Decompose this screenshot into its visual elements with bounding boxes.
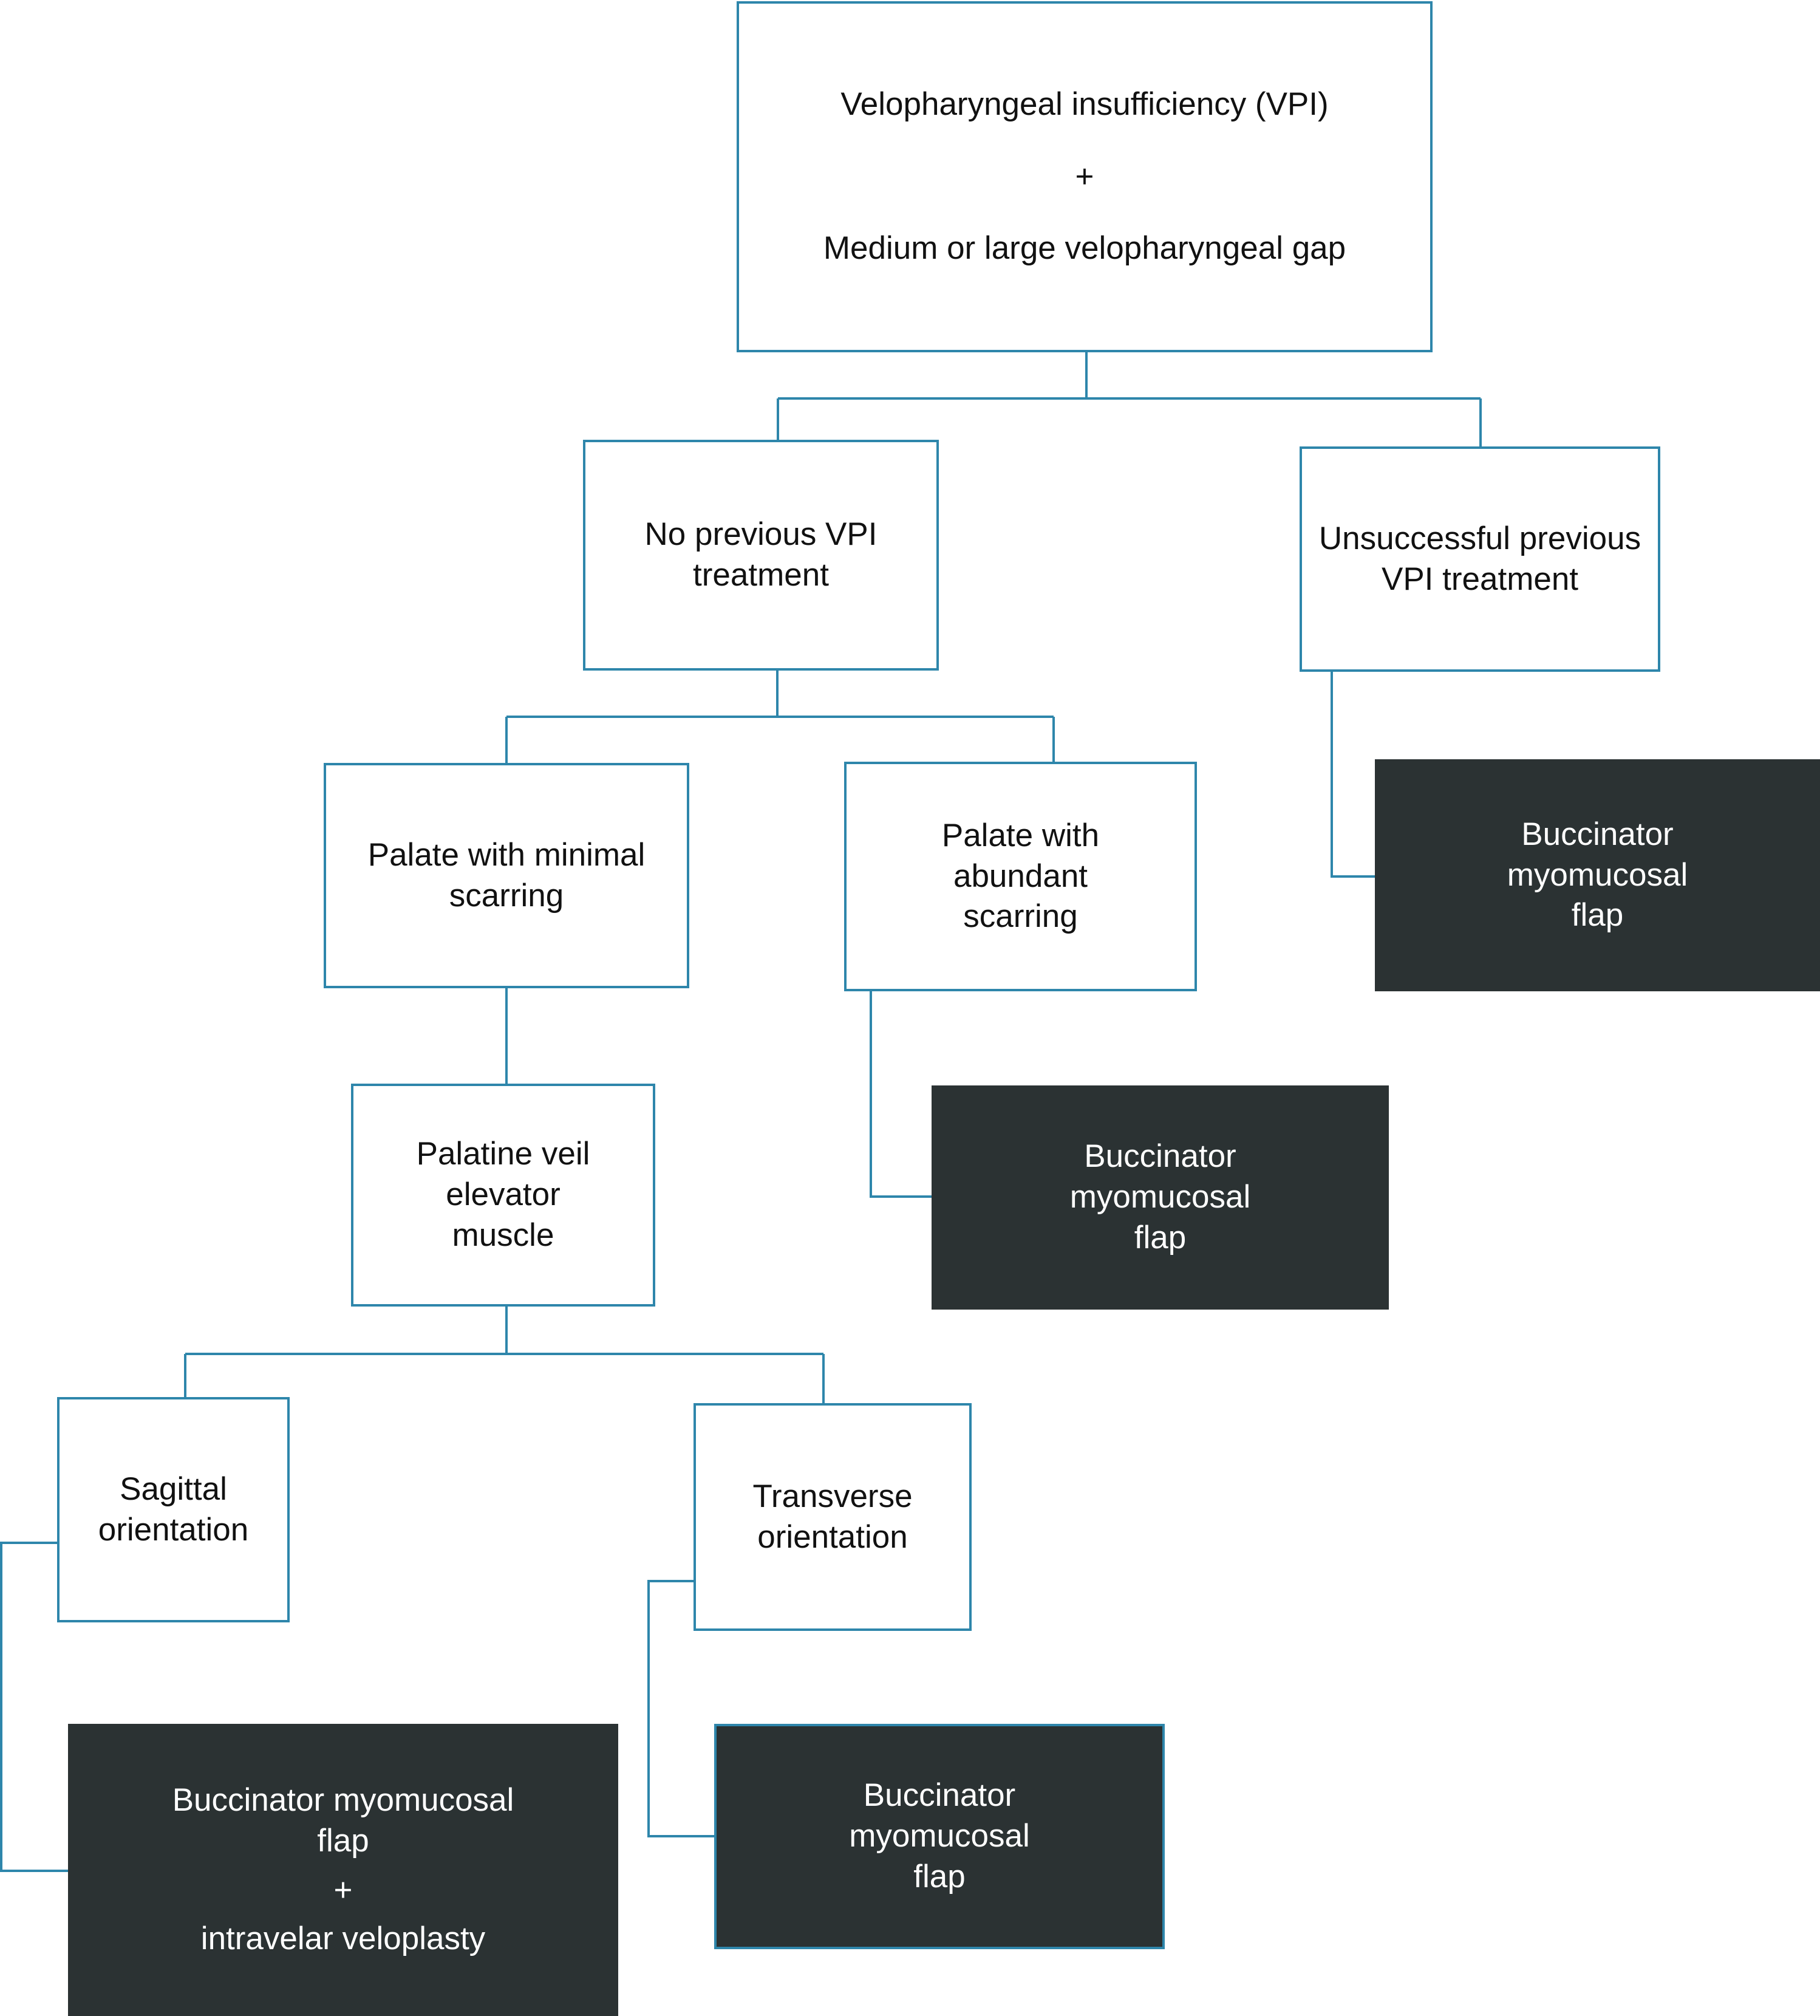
connector-noprev-split bbox=[505, 671, 1055, 763]
vpi-root-node: Velopharyngeal insufficiency (VPI) + Med… bbox=[737, 1, 1433, 352]
flap-middle-line-2: myomucosal bbox=[1069, 1179, 1251, 1215]
transverse-orientation-node: Transverse orientation bbox=[694, 1403, 972, 1631]
abundant-scarring-node: Palate with abundant scarring bbox=[844, 762, 1197, 991]
connector-root-split bbox=[777, 352, 1482, 446]
no-previous-treatment-node: No previous VPI treatment bbox=[583, 440, 939, 671]
minimal-scarring-node: Palate with minimal scarring bbox=[324, 763, 689, 988]
sagittal-line-2: orientation bbox=[98, 1511, 249, 1548]
no-previous-line-2: treatment bbox=[693, 557, 829, 593]
flap-bm-line-2: myomucosal bbox=[849, 1818, 1030, 1854]
flap-bm-line-1: Buccinator bbox=[863, 1777, 1016, 1814]
connector-veil-split bbox=[184, 1307, 825, 1403]
root-plus: + bbox=[1075, 158, 1094, 194]
flap-middle-line-1: Buccinator bbox=[1084, 1138, 1236, 1175]
minimal-line-1: Palate with minimal bbox=[367, 836, 646, 873]
no-previous-line-1: No previous VPI bbox=[644, 516, 878, 553]
root-line-2: Medium or large velopharyngeal gap bbox=[823, 230, 1346, 267]
sagittal-orientation-node: Sagittal orientation bbox=[57, 1397, 290, 1622]
flap-bl-line-3: intravelar veloplasty bbox=[200, 1921, 486, 1957]
buccinator-flap-right-node: Buccinator myomucosal flap bbox=[1375, 759, 1820, 991]
buccinator-flap-veloplasty-node: Buccinator myomucosal flap + intravelar … bbox=[68, 1724, 618, 2016]
veil-line-3: muscle bbox=[452, 1217, 554, 1253]
flap-middle-line-3: flap bbox=[1134, 1219, 1187, 1256]
flap-bl-line-2: flap bbox=[317, 1822, 369, 1859]
veil-line-1: Palatine veil bbox=[416, 1136, 590, 1172]
transverse-line-2: orientation bbox=[757, 1519, 908, 1555]
buccinator-flap-bottom-middle-node: Buccinator myomucosal flap bbox=[714, 1724, 1165, 1949]
flap-bm-line-3: flap bbox=[913, 1858, 966, 1895]
flap-right-line-2: myomucosal bbox=[1507, 856, 1688, 893]
unsuccessful-line-2: VPI treatment bbox=[1381, 561, 1579, 597]
flap-bl-line-1: Buccinator myomucosal bbox=[172, 1782, 514, 1818]
flap-bl-plus: + bbox=[333, 1871, 353, 1908]
flap-right-line-1: Buccinator bbox=[1521, 816, 1674, 852]
connector-sagittal-to-flap bbox=[0, 1542, 68, 1872]
abundant-line-3: scarring bbox=[963, 898, 1078, 935]
root-line-1: Velopharyngeal insufficiency (VPI) bbox=[840, 86, 1329, 122]
veil-line-2: elevator bbox=[446, 1177, 561, 1213]
connector-abundant-to-flap bbox=[870, 991, 932, 1198]
transverse-line-1: Transverse bbox=[752, 1478, 913, 1514]
abundant-line-2: abundant bbox=[953, 858, 1088, 894]
minimal-line-2: scarring bbox=[449, 877, 564, 914]
connector-unsucc-to-flap bbox=[1331, 672, 1375, 878]
unsuccessful-previous-treatment-node: Unsuccessful previous VPI treatment bbox=[1300, 446, 1660, 672]
buccinator-flap-middle-node: Buccinator myomucosal flap bbox=[932, 1085, 1389, 1310]
abundant-line-1: Palate with bbox=[941, 817, 1100, 853]
flap-right-line-3: flap bbox=[1571, 897, 1624, 934]
sagittal-line-1: Sagittal bbox=[120, 1471, 227, 1507]
palatine-veil-node: Palatine veil elevator muscle bbox=[351, 1084, 655, 1307]
unsuccessful-line-1: Unsuccessful previous bbox=[1318, 520, 1641, 556]
connector-transverse-to-flap bbox=[647, 1580, 714, 1837]
